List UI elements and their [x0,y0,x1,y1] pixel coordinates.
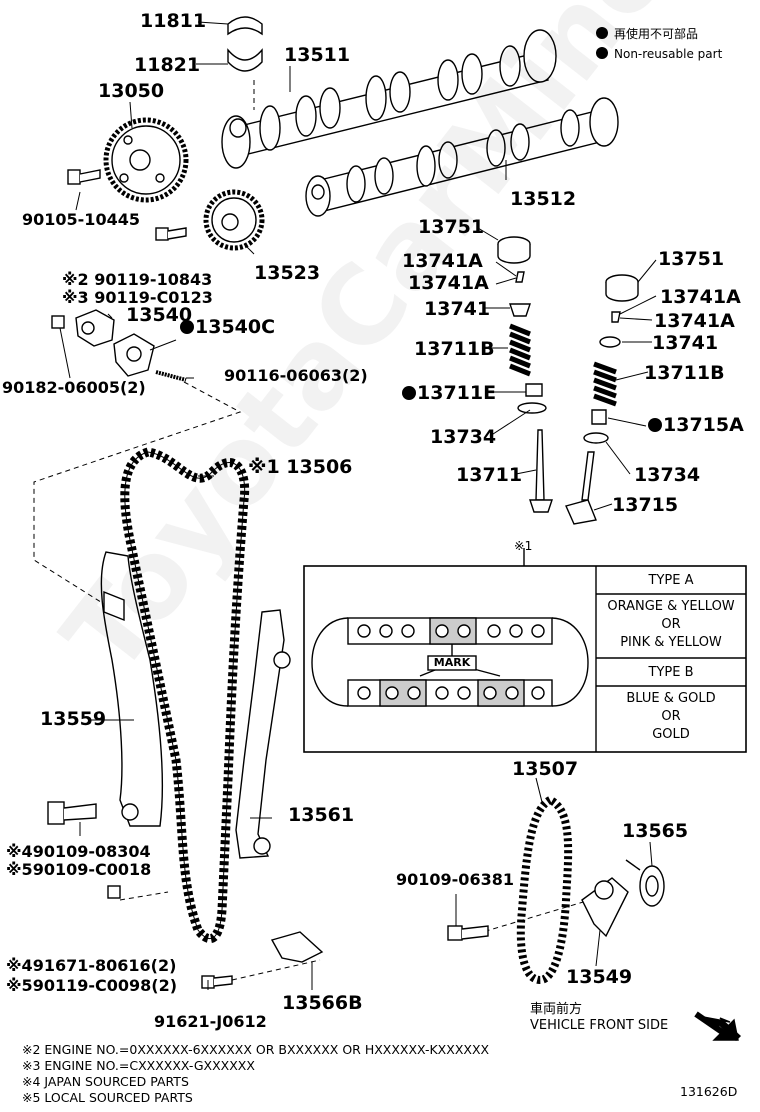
bolt-90109-06381 [447,925,489,941]
label-13050[interactable]: 13050 [98,80,165,102]
label-90105-10445[interactable]: 90105-10445 [22,210,140,229]
bearing-11811 [227,16,263,36]
type-a-colors-1: ORANGE & YELLOW [607,599,735,614]
camshaft-13511 [221,29,557,169]
type-b-colors-2: GOLD [652,727,690,742]
label-90119-c0098[interactable]: ※590119-C0098(2) [6,976,178,995]
label-90119-c0123[interactable]: ※3 90119-C0123 [62,288,213,307]
leader-lines [59,21,657,990]
label-91671-80616[interactable]: ※491671-80616(2) [6,956,177,975]
bearing-11821 [227,48,263,72]
footnote-2: ※2 ENGINE NO.=0XXXXXX-6XXXXXX OR BXXXXXX… [22,1042,490,1057]
label-13711b-left[interactable]: 13711B [414,338,495,360]
chain-13506 [120,447,250,944]
label-13741a-right-1[interactable]: 13741A [660,286,741,308]
damper-13566b [270,931,324,963]
stud-90116 [155,370,187,382]
front-arrow-icon [694,1011,742,1041]
spring-13565 [625,859,665,907]
label-11811[interactable]: 11811 [140,10,207,32]
chain-guide-13561 [235,609,291,859]
label-13512[interactable]: 13512 [510,188,577,210]
footnote-5: ※5 LOCAL SOURCED PARTS [22,1090,193,1105]
legend-jp: 再使用不可部品 [596,26,698,42]
camshaft-13512 [305,97,619,217]
chain-guide-13559 [100,551,164,827]
footnote-4: ※4 JAPAN SOURCED PARTS [22,1074,189,1089]
label-13565[interactable]: 13565 [622,820,689,842]
figure-id: 131626D [680,1084,738,1099]
footnote-3: ※3 ENGINE NO.=CXXXXXX-GXXXXXX [22,1058,255,1073]
label-90182-06005[interactable]: 90182-06005(2) [2,378,146,397]
bolt-90109-08304 [47,801,97,825]
non-reusable-dot-icon [402,386,416,400]
label-90119-10843[interactable]: ※2 90119-10843 [62,270,213,289]
label-13523[interactable]: 13523 [254,262,321,284]
label-90109-08304[interactable]: ※490109-08304 [6,842,151,861]
label-11821[interactable]: 11821 [134,54,201,76]
label-13741-left[interactable]: 13741 [424,298,491,320]
label-13741a-left-1[interactable]: 13741A [402,250,483,272]
label-13506[interactable]: ※1 13506 [248,456,353,478]
chain-links [357,624,545,700]
label-13566b[interactable]: 13566B [282,992,363,1014]
label-13751-left[interactable]: 13751 [418,216,485,238]
valve-train-left [497,236,553,513]
label-13751-right[interactable]: 13751 [658,248,725,270]
label-13734-left[interactable]: 13734 [430,426,497,448]
label-13734-right[interactable]: 13734 [634,464,701,486]
label-90116-06063[interactable]: 90116-06063(2) [224,366,368,385]
label-13711e[interactable]: 13711E [402,382,496,404]
label-13741-right[interactable]: 13741 [652,332,719,354]
label-13540c[interactable]: 13540C [180,316,275,338]
label-13540[interactable]: 13540 [126,304,193,326]
label-13711b-right[interactable]: 13711B [644,362,725,384]
label-13711[interactable]: 13711 [456,464,523,486]
chain-13507 [516,795,573,985]
type-b-colors-1: BLUE & GOLD [626,691,716,706]
non-reusable-dot-icon [596,27,608,39]
label-13511[interactable]: 13511 [284,44,351,66]
bolt-90119 [155,227,187,241]
label-90109-c0018[interactable]: ※590109-C0018 [6,860,152,879]
non-reusable-dot-icon [648,418,662,432]
label-91621-j0612[interactable]: 91621-J0612 [154,1012,267,1031]
type-b-or: OR [661,709,681,724]
label-13549[interactable]: 13549 [566,966,633,988]
non-reusable-dot-icon [180,320,194,334]
vvt-gear-13050 [103,117,189,203]
nut-90182 [51,315,65,329]
type-a-label: TYPE A [648,573,694,588]
mark-label: MARK [433,656,471,669]
front-jp: 車両前方 [530,1002,583,1017]
type-a-colors-2: PINK & YELLOW [620,635,722,650]
label-90109-06381[interactable]: 90109-06381 [396,870,514,889]
dashed-leaders [33,80,591,981]
sprocket-13523 [203,189,265,251]
label-13741a-left-2[interactable]: 13741A [408,272,489,294]
valve-train-right [565,274,639,525]
label-13741a-right-2[interactable]: 13741A [654,310,735,332]
non-reusable-dot-icon [596,47,608,59]
bolt-91621 [201,975,233,989]
type-a-or: OR [661,617,681,632]
tensioner-13549 [581,877,629,938]
label-13715[interactable]: 13715 [612,494,679,516]
tensioner-13540 [75,309,155,377]
inset-ref: ※1 [514,538,533,553]
type-b-label: TYPE B [648,665,694,680]
bolt-91671 [107,885,121,899]
label-13559[interactable]: 13559 [40,708,107,730]
front-en: VEHICLE FRONT SIDE [530,1018,669,1033]
label-13507[interactable]: 13507 [512,758,579,780]
legend-en: Non-reusable part [596,46,722,62]
bolt-90105-10445 [67,169,101,185]
label-13715a[interactable]: 13715A [648,414,744,436]
label-13561[interactable]: 13561 [288,804,355,826]
